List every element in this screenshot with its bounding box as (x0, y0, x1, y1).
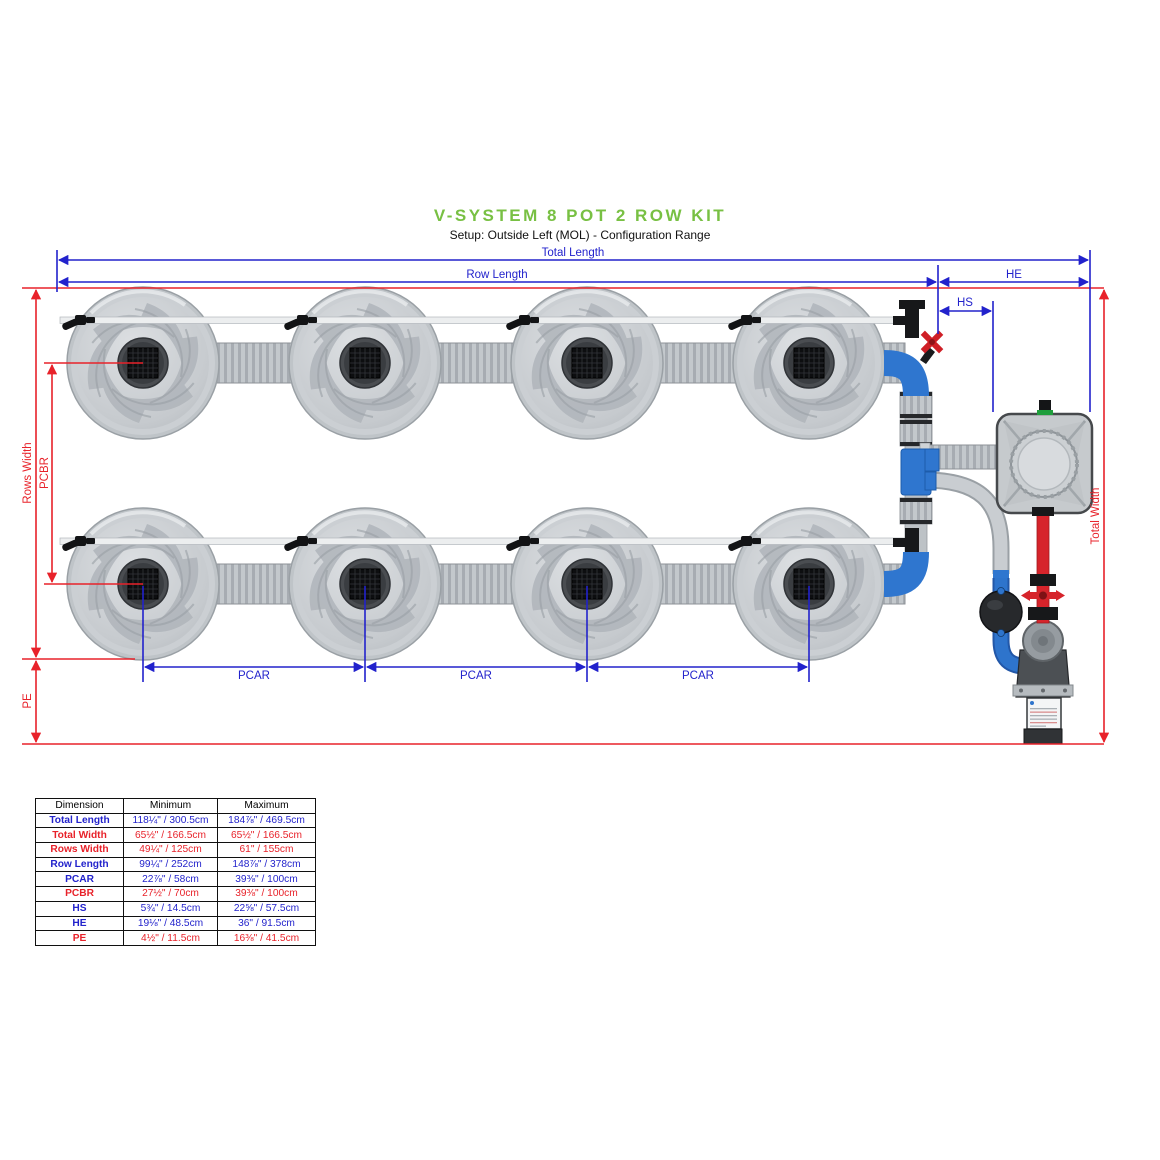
row-label: PE (35, 930, 124, 946)
row-min: 19⅛" / 48.5cm (123, 915, 218, 932)
table-row: Total Length 118¼" / 300.5cm 184⅞" / 469… (35, 812, 316, 829)
row-max: 184⅞" / 469.5cm (217, 812, 316, 829)
row-min: 118¼" / 300.5cm (123, 812, 218, 829)
table-row: Row Length 99¼" / 252cm 148⅞" / 378cm (35, 856, 316, 873)
row-label: HE (35, 915, 124, 932)
col-header-minimum: Minimum (123, 798, 218, 814)
pot (509, 285, 665, 441)
red-valve-handle-icon (1021, 590, 1065, 601)
pcbr-label: PCBR (39, 457, 51, 489)
page-subtitle: Setup: Outside Left (MOL) - Configuratio… (449, 228, 711, 242)
table-row: Rows Width 49¼" / 125cm 61" / 155cm (35, 842, 316, 858)
row-label: PCBR (35, 886, 124, 902)
he-label: HE (1006, 269, 1022, 281)
table-row: PE 4½" / 11.5cm 16⅜" / 41.5cm (35, 930, 316, 946)
red-dimension-lines (22, 287, 1110, 745)
row-min: 27½" / 70cm (123, 886, 218, 902)
pcar-label: PCAR (460, 670, 492, 682)
reservoir-fitting (1039, 400, 1051, 412)
row-min: 49¼" / 125cm (123, 842, 218, 858)
row-min: 5¾" / 14.5cm (123, 900, 218, 917)
row-max: 39⅜" / 100cm (217, 871, 316, 888)
pcar-label: PCAR (682, 670, 714, 682)
col-header-maximum: Maximum (217, 798, 316, 814)
row-max: 61" / 155cm (217, 842, 316, 858)
row-label: Row Length (35, 856, 124, 873)
col-header-dimension: Dimension (35, 798, 124, 814)
pump-assembly (979, 570, 1074, 745)
row-label: PCAR (35, 871, 124, 888)
table-row: PCAR 22⅞" / 58cm 39⅜" / 100cm (35, 871, 316, 888)
table-row: Total Width 65½" / 166.5cm 65½" / 166.5c… (35, 827, 316, 844)
row-min: 22⅞" / 58cm (123, 871, 218, 888)
dimensions-table: Dimension Minimum Maximum Total Length 1… (35, 798, 316, 946)
row-max: 148⅞" / 378cm (217, 856, 316, 873)
row-max: 65½" / 166.5cm (217, 827, 316, 844)
row-min: 4½" / 11.5cm (123, 930, 218, 946)
rows-width-label: Rows Width (22, 442, 34, 503)
table-row: HS 5¾" / 14.5cm 22⅝" / 57.5cm (35, 900, 316, 917)
pe-label: PE (22, 693, 34, 709)
total-length-label: Total Length (542, 247, 605, 259)
hs-label: HS (957, 297, 973, 309)
row-max: 16⅜" / 41.5cm (217, 930, 316, 946)
page-title: V-SYSTEM 8 POT 2 ROW KIT (433, 206, 727, 225)
feed-pipe (1021, 507, 1065, 624)
table-row: PCBR 27½" / 70cm 39⅜" / 100cm (35, 886, 316, 902)
row-label: Rows Width (35, 842, 124, 858)
drip-tee (905, 302, 919, 338)
pot (287, 285, 443, 441)
total-width-label: Total Width (1090, 488, 1102, 545)
valve-stem (920, 347, 935, 364)
red-valve-icon (920, 330, 944, 354)
reservoir (995, 400, 1094, 515)
row-min: 99¼" / 252cm (123, 856, 218, 873)
blue-dimension-lines (56, 250, 1091, 682)
row-label: HS (35, 900, 124, 917)
row-label: Total Width (35, 827, 124, 844)
table-row: HE 19⅛" / 48.5cm 36" / 91.5cm (35, 915, 316, 932)
manifold (883, 300, 1010, 597)
pcar-label: PCAR (238, 670, 270, 682)
table-header-row: Dimension Minimum Maximum (35, 798, 316, 814)
row-min: 65½" / 166.5cm (123, 827, 218, 844)
row-length-label: Row Length (466, 269, 527, 281)
row-max: 36" / 91.5cm (217, 915, 316, 932)
row-label: Total Length (35, 812, 124, 829)
inline-filter (979, 590, 1023, 634)
row-max: 39⅜" / 100cm (217, 886, 316, 902)
pot (731, 285, 887, 441)
row-max: 22⅝" / 57.5cm (217, 900, 316, 917)
